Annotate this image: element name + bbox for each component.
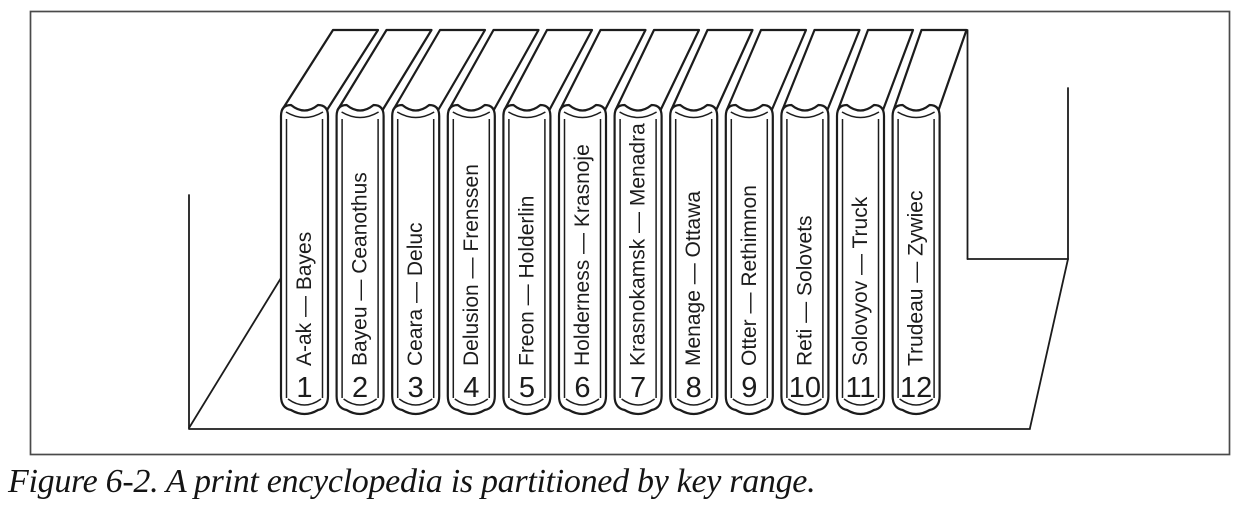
volume-spine xyxy=(502,103,552,416)
spine-hinge-lines xyxy=(730,119,769,398)
volume-5: Freon — Holderlin 5 xyxy=(502,28,594,416)
spine-headcap-line xyxy=(563,111,602,119)
spine-tail-line xyxy=(676,398,711,406)
volume-key-range: A-ak — Bayes xyxy=(293,232,316,366)
spine-hinge-lines xyxy=(452,119,491,398)
spine-tail-line xyxy=(287,398,322,406)
spine-headcap-line xyxy=(396,111,435,119)
volume-spine xyxy=(891,103,941,416)
volume-spine xyxy=(335,103,385,416)
volume-spine xyxy=(669,103,719,416)
spine-tail-line xyxy=(509,398,544,406)
spine-tail-line xyxy=(343,398,378,406)
spine-headcap-line xyxy=(730,111,769,119)
spine-tail-line xyxy=(565,398,600,406)
figure-caption: Figure 6-2. A print encyclopedia is part… xyxy=(8,463,816,500)
volume-key-range: Bayeu — Ceanothus xyxy=(349,172,372,366)
spine-tail-line xyxy=(454,398,489,406)
volume-number: 10 xyxy=(789,372,821,404)
spine-headcap-line xyxy=(841,111,880,119)
spine-hinge-lines xyxy=(563,119,602,398)
spine-headcap-line xyxy=(341,111,379,119)
spine-tail-line xyxy=(621,398,656,406)
spine-headcap-line xyxy=(674,111,713,119)
spine-hinge-lines xyxy=(508,119,546,398)
volume-2: Bayeu — Ceanothus 2 xyxy=(335,28,433,416)
volume-key-range: Holderness — Krasnoje xyxy=(571,144,594,366)
volume-1: A-ak — Bayes 1 xyxy=(279,28,380,416)
volume-key-range: Menage — Ottawa xyxy=(682,191,705,366)
volume-number: 7 xyxy=(630,372,646,404)
volume-key-range: Otter — Rethimnon xyxy=(738,185,761,366)
spine-hinge-lines xyxy=(897,119,935,398)
volume-12: Trudeau — Zywiec 12 xyxy=(891,28,968,416)
spine-headcap-line xyxy=(452,111,491,119)
shelf-right-floor-diagonal xyxy=(1029,258,1069,429)
spine-tail-line xyxy=(398,398,433,406)
volume-number: 1 xyxy=(296,372,312,404)
volume-spine xyxy=(835,103,886,416)
volume-spine xyxy=(446,103,496,416)
volume-number: 2 xyxy=(352,372,368,404)
volume-key-range: Delusion — Frenssen xyxy=(460,164,483,366)
volume-8: Menage — Ottawa 8 xyxy=(669,28,754,416)
volume-10: Reti — Solovets 10 xyxy=(780,28,861,416)
bookshelf xyxy=(188,194,1031,430)
volume-9: Otter — Rethimnon 9 xyxy=(724,28,808,416)
spine-headcap-line xyxy=(786,111,824,119)
volume-number: 11 xyxy=(845,372,875,404)
shelf-left-floor-diagonal xyxy=(188,277,282,429)
volume-key-range: Reti — Solovets xyxy=(793,215,816,366)
volume-spine xyxy=(780,103,830,416)
spine-headcap-line xyxy=(285,111,324,119)
volume-11: Solovyov — Truck 11 xyxy=(835,28,915,416)
spine-hinge-lines xyxy=(341,119,379,398)
volume-spine xyxy=(279,103,330,416)
figure-border xyxy=(29,10,1231,456)
volume-number: 9 xyxy=(741,372,757,404)
volume-key-range: Solovyov — Truck xyxy=(849,196,872,366)
volume-7: Krasnokamsk — Menadra 7 xyxy=(613,28,701,416)
volume-key-range: Freon — Holderlin xyxy=(515,196,538,366)
spine-tail-line xyxy=(843,398,878,406)
volume-number: 8 xyxy=(686,372,702,404)
volume-spine xyxy=(613,103,663,416)
volume-6: Holderness — Krasnoje 6 xyxy=(557,28,647,416)
spine-headcap-line xyxy=(619,111,657,119)
volume-number: 6 xyxy=(574,372,590,404)
volume-4: Delusion — Frenssen 4 xyxy=(446,28,540,416)
spine-hinge-lines xyxy=(786,119,824,398)
volume-key-range: Ceara — Deluc xyxy=(404,222,427,366)
volume-number: 5 xyxy=(519,372,535,404)
volume-number: 12 xyxy=(900,372,932,404)
volumes-layer: A-ak — Bayes 1 Bayeu — Ceanothus 2 Ceara — D… xyxy=(279,28,968,416)
spine-hinge-lines xyxy=(619,119,657,398)
spine-hinge-lines xyxy=(396,119,435,398)
spine-tail-line xyxy=(787,398,822,406)
bookshelf-right xyxy=(966,29,1069,429)
spine-tail-line xyxy=(732,398,767,406)
spine-hinge-lines xyxy=(674,119,713,398)
volume-number: 4 xyxy=(463,372,479,404)
volume-spine xyxy=(724,103,774,416)
volume-spine xyxy=(557,103,608,416)
spine-tail-line xyxy=(899,398,934,406)
volume-number: 3 xyxy=(408,372,424,404)
volume-key-range: Trudeau — Zywiec xyxy=(905,191,928,366)
spine-headcap-line xyxy=(508,111,546,119)
spine-headcap-line xyxy=(897,111,935,119)
volume-3: Ceara — Deluc 3 xyxy=(391,28,487,416)
spine-hinge-lines xyxy=(285,119,324,398)
volume-key-range: Krasnokamsk — Menadra xyxy=(627,123,650,366)
volume-spine xyxy=(391,103,441,416)
spine-hinge-lines xyxy=(841,119,880,398)
